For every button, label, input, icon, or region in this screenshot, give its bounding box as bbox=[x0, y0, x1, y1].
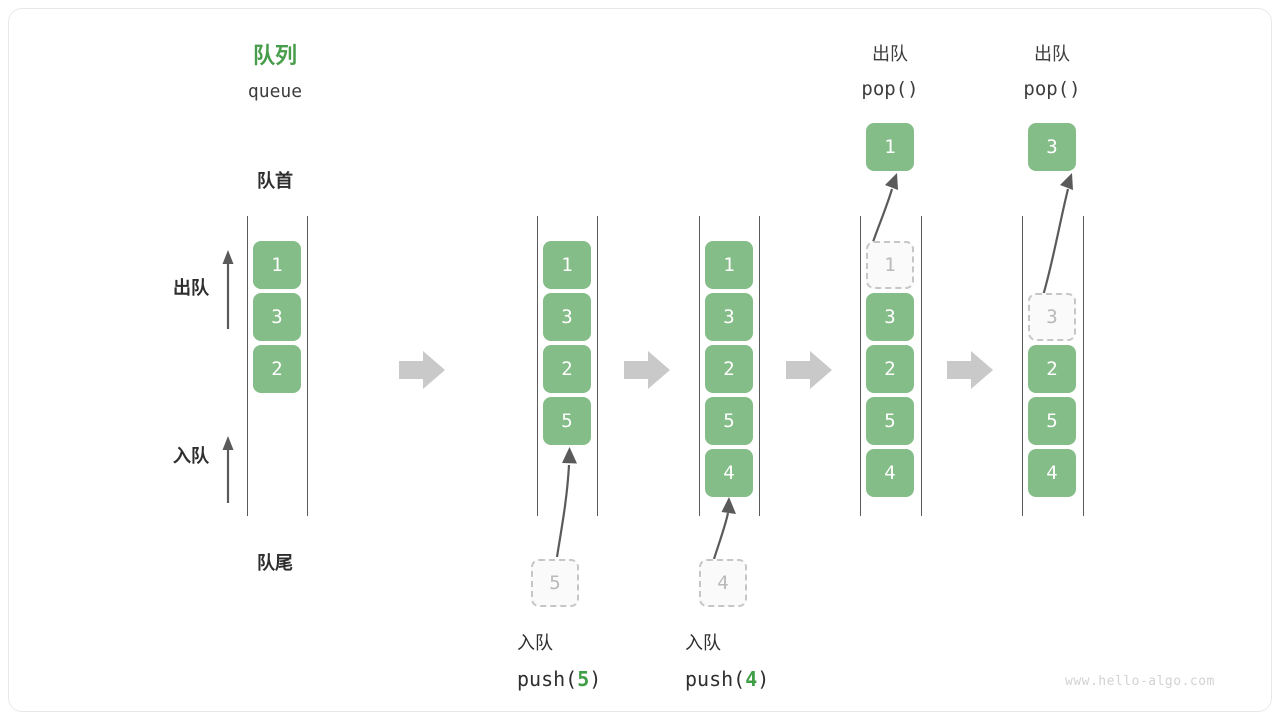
push-footer-code-num: 4 bbox=[745, 667, 758, 691]
push-footer-code-prefix: push( bbox=[517, 667, 578, 691]
step-arrow-4-icon bbox=[947, 351, 993, 389]
queue-rail-right bbox=[759, 216, 760, 516]
push-arrow-icon bbox=[555, 447, 577, 558]
rear-label: 队尾 bbox=[257, 553, 293, 573]
diagram-title-cn: 队列 bbox=[252, 43, 297, 68]
queue-cell: 2 bbox=[1028, 345, 1076, 393]
queue-cell: 5 bbox=[866, 397, 914, 445]
queue-cell: 1 bbox=[543, 241, 591, 289]
queue-rail-left bbox=[699, 216, 700, 516]
push-footer-code-suffix: ) bbox=[589, 667, 602, 691]
queue-cell-removed: 3 bbox=[1028, 293, 1076, 341]
push-footer-code: push(5) bbox=[517, 669, 601, 689]
push-footer-code: push(4) bbox=[685, 669, 769, 689]
push-footer-cn: 入队 bbox=[517, 633, 553, 653]
queue-rail-left bbox=[247, 216, 248, 516]
queue-cell-removed: 1 bbox=[866, 241, 914, 289]
queue-rail-right bbox=[1083, 216, 1084, 516]
pop-arrow-icon bbox=[1040, 173, 1073, 300]
queue-cell: 1 bbox=[705, 241, 753, 289]
queue-cell: 3 bbox=[543, 293, 591, 341]
watermark: www.hello-algo.com bbox=[1065, 674, 1215, 689]
queue-cell: 4 bbox=[1028, 449, 1076, 497]
push-input-chip: 4 bbox=[699, 559, 747, 607]
queue-cell: 1 bbox=[253, 241, 301, 289]
queue-cell: 2 bbox=[253, 345, 301, 393]
queue-cell: 3 bbox=[253, 293, 301, 341]
step-arrow-2-icon bbox=[624, 351, 670, 389]
queue-cell: 4 bbox=[705, 449, 753, 497]
diagram-card: 队列 queue 队首 队尾 出队 入队 1 3 2 1 3 2 5 bbox=[8, 8, 1272, 712]
queue-cell: 2 bbox=[543, 345, 591, 393]
front-label: 队首 bbox=[257, 171, 293, 191]
queue-cell: 5 bbox=[705, 397, 753, 445]
queue-cell: 2 bbox=[866, 345, 914, 393]
queue-cell: 4 bbox=[866, 449, 914, 497]
queue-rail-left bbox=[537, 216, 538, 516]
push-footer-cn: 入队 bbox=[685, 633, 721, 653]
pop-header-code: pop() bbox=[1023, 78, 1081, 100]
pop-header-code: pop() bbox=[861, 78, 919, 100]
queue-rail-left bbox=[1022, 216, 1023, 516]
dequeue-direction-label: 出队 bbox=[173, 278, 209, 298]
pop-output-chip: 1 bbox=[866, 123, 914, 171]
queue-rail-right bbox=[307, 216, 308, 516]
push-footer-code-prefix: push( bbox=[685, 667, 746, 691]
queue-rail-right bbox=[597, 216, 598, 516]
queue-rail-right bbox=[921, 216, 922, 516]
enqueue-up-arrow-icon bbox=[222, 436, 234, 503]
pop-arrow-icon bbox=[870, 173, 898, 246]
step-arrow-1-icon bbox=[399, 351, 445, 389]
dequeue-up-arrow-icon bbox=[222, 250, 234, 329]
enqueue-direction-label: 入队 bbox=[173, 446, 209, 466]
queue-cell: 5 bbox=[543, 397, 591, 445]
queue-rail-left bbox=[860, 216, 861, 516]
pop-header-cn: 出队 bbox=[1034, 44, 1070, 64]
queue-cell: 5 bbox=[1028, 397, 1076, 445]
push-input-chip: 5 bbox=[531, 559, 579, 607]
pop-header-cn: 出队 bbox=[872, 44, 908, 64]
queue-cell: 3 bbox=[705, 293, 753, 341]
push-arrow-icon bbox=[712, 497, 736, 560]
step-arrow-3-icon bbox=[786, 351, 832, 389]
diagram-title-en: queue bbox=[247, 81, 303, 102]
queue-cell: 3 bbox=[866, 293, 914, 341]
push-footer-code-num: 5 bbox=[577, 667, 590, 691]
queue-cell: 2 bbox=[705, 345, 753, 393]
pop-output-chip: 3 bbox=[1028, 123, 1076, 171]
push-footer-code-suffix: ) bbox=[757, 667, 770, 691]
